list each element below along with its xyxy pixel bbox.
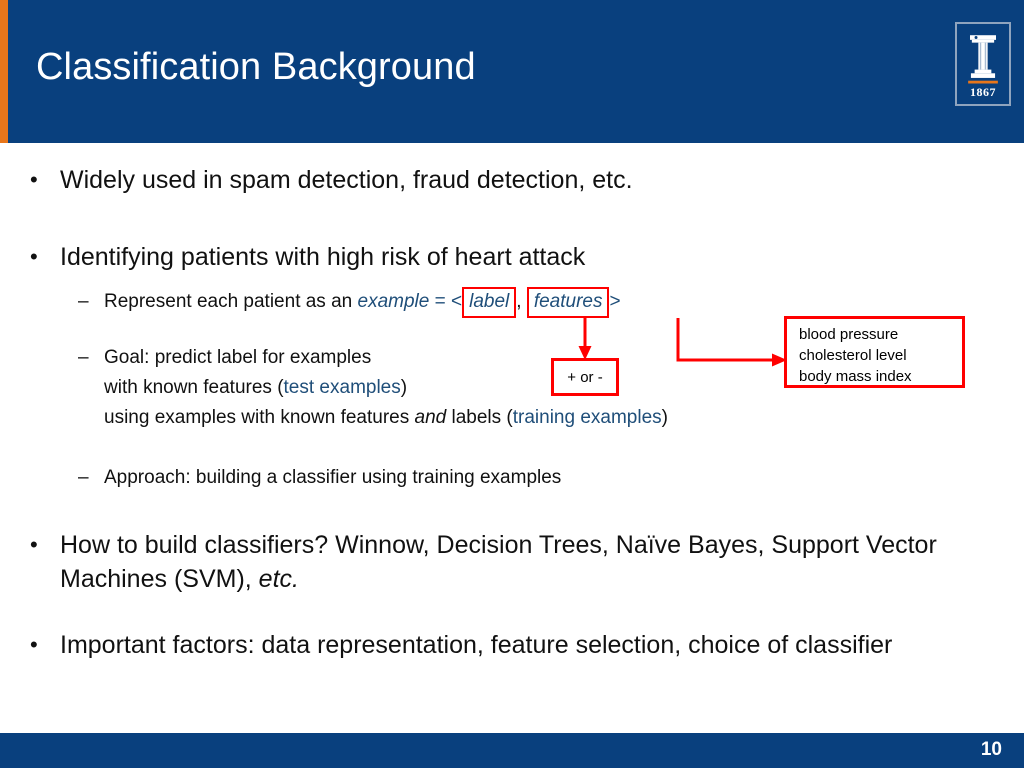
and-emphasis: and	[414, 407, 447, 428]
bullet-how-to-build: • How to build classifiers? Winnow, Deci…	[30, 528, 990, 596]
represent-lead-text: Represent each patient as an	[104, 291, 358, 312]
equals-open-angle: = <	[429, 291, 463, 312]
label-value-callout: + or -	[551, 358, 619, 396]
bullet-text: Important factors: data representation, …	[60, 631, 893, 659]
subbullet-represent-patient: – Represent each patient as an example =…	[78, 287, 838, 318]
features-list-callout: blood pressure cholesterol level body ma…	[784, 316, 965, 388]
slide-footer: 10	[0, 733, 1024, 768]
bullet-text: Identifying patients with high risk of h…	[60, 243, 586, 271]
feature-cholesterol-level: cholesterol level	[799, 347, 907, 364]
goal-line-1: Goal: predict label for examples	[104, 347, 372, 368]
slide-header: Classification Background 1867	[0, 0, 1024, 143]
logo-year-label: 1867	[970, 85, 996, 99]
classifiers-line-1: How to build classifiers? Winnow, Decisi…	[60, 531, 937, 559]
bullet-identifying-patients: • Identifying patients with high risk of…	[30, 240, 960, 274]
subbullet-text: Approach: building a classifier using tr…	[104, 467, 562, 488]
classifiers-line-2-prefix: Machines (SVM),	[60, 565, 259, 593]
test-examples-keyword: test examples	[283, 377, 401, 398]
bullet-text: Widely used in spam detection, fraud det…	[60, 166, 633, 194]
university-logo: 1867	[955, 22, 1011, 106]
subbullet-approach: – Approach: building a classifier using …	[78, 463, 838, 493]
bullet-marker: •	[30, 532, 38, 557]
comma-separator: ,	[516, 291, 522, 312]
block-i-column-icon	[968, 35, 998, 84]
goal-line-3-mid: labels (	[446, 407, 513, 428]
page-title: Classification Background	[36, 46, 476, 88]
bullet-marker: •	[30, 632, 38, 657]
label-value-text: + or -	[567, 368, 603, 386]
header-accent-bar	[0, 0, 8, 143]
feature-body-mass-index: body mass index	[799, 368, 912, 385]
goal-line-2-suffix: )	[400, 377, 408, 398]
bullet-text: How to build classifiers? Winnow, Decisi…	[60, 528, 937, 596]
close-angle: >	[609, 291, 621, 312]
example-keyword: example	[357, 291, 430, 312]
subbullet-marker: –	[78, 347, 89, 368]
bullet-widely-used: • Widely used in spam detection, fraud d…	[30, 163, 960, 197]
bullet-marker: •	[30, 244, 38, 269]
etc-emphasis: etc.	[258, 565, 299, 593]
label-token-box: label	[462, 287, 517, 318]
bullet-marker: •	[30, 167, 38, 192]
page-number: 10	[980, 739, 1002, 760]
subbullet-text: Goal: predict label for examples with kn…	[104, 343, 668, 433]
feature-blood-pressure: blood pressure	[799, 326, 899, 343]
subbullet-text: Represent each patient as an example = <…	[104, 287, 621, 318]
subbullet-marker: –	[78, 291, 89, 312]
training-examples-keyword: training examples	[512, 407, 662, 428]
features-token-box: features	[526, 287, 610, 318]
goal-line-3-suffix: )	[661, 407, 668, 428]
goal-line-3-prefix: using examples with known features	[104, 407, 415, 428]
bullet-important-factors: • Important factors: data representation…	[30, 628, 990, 662]
subbullet-goal: – Goal: predict label for examples with …	[78, 343, 838, 433]
slide-body: • Widely used in spam detection, fraud d…	[0, 143, 1024, 733]
subbullet-marker: –	[78, 467, 89, 488]
goal-line-2-prefix: with known features (	[104, 377, 284, 398]
